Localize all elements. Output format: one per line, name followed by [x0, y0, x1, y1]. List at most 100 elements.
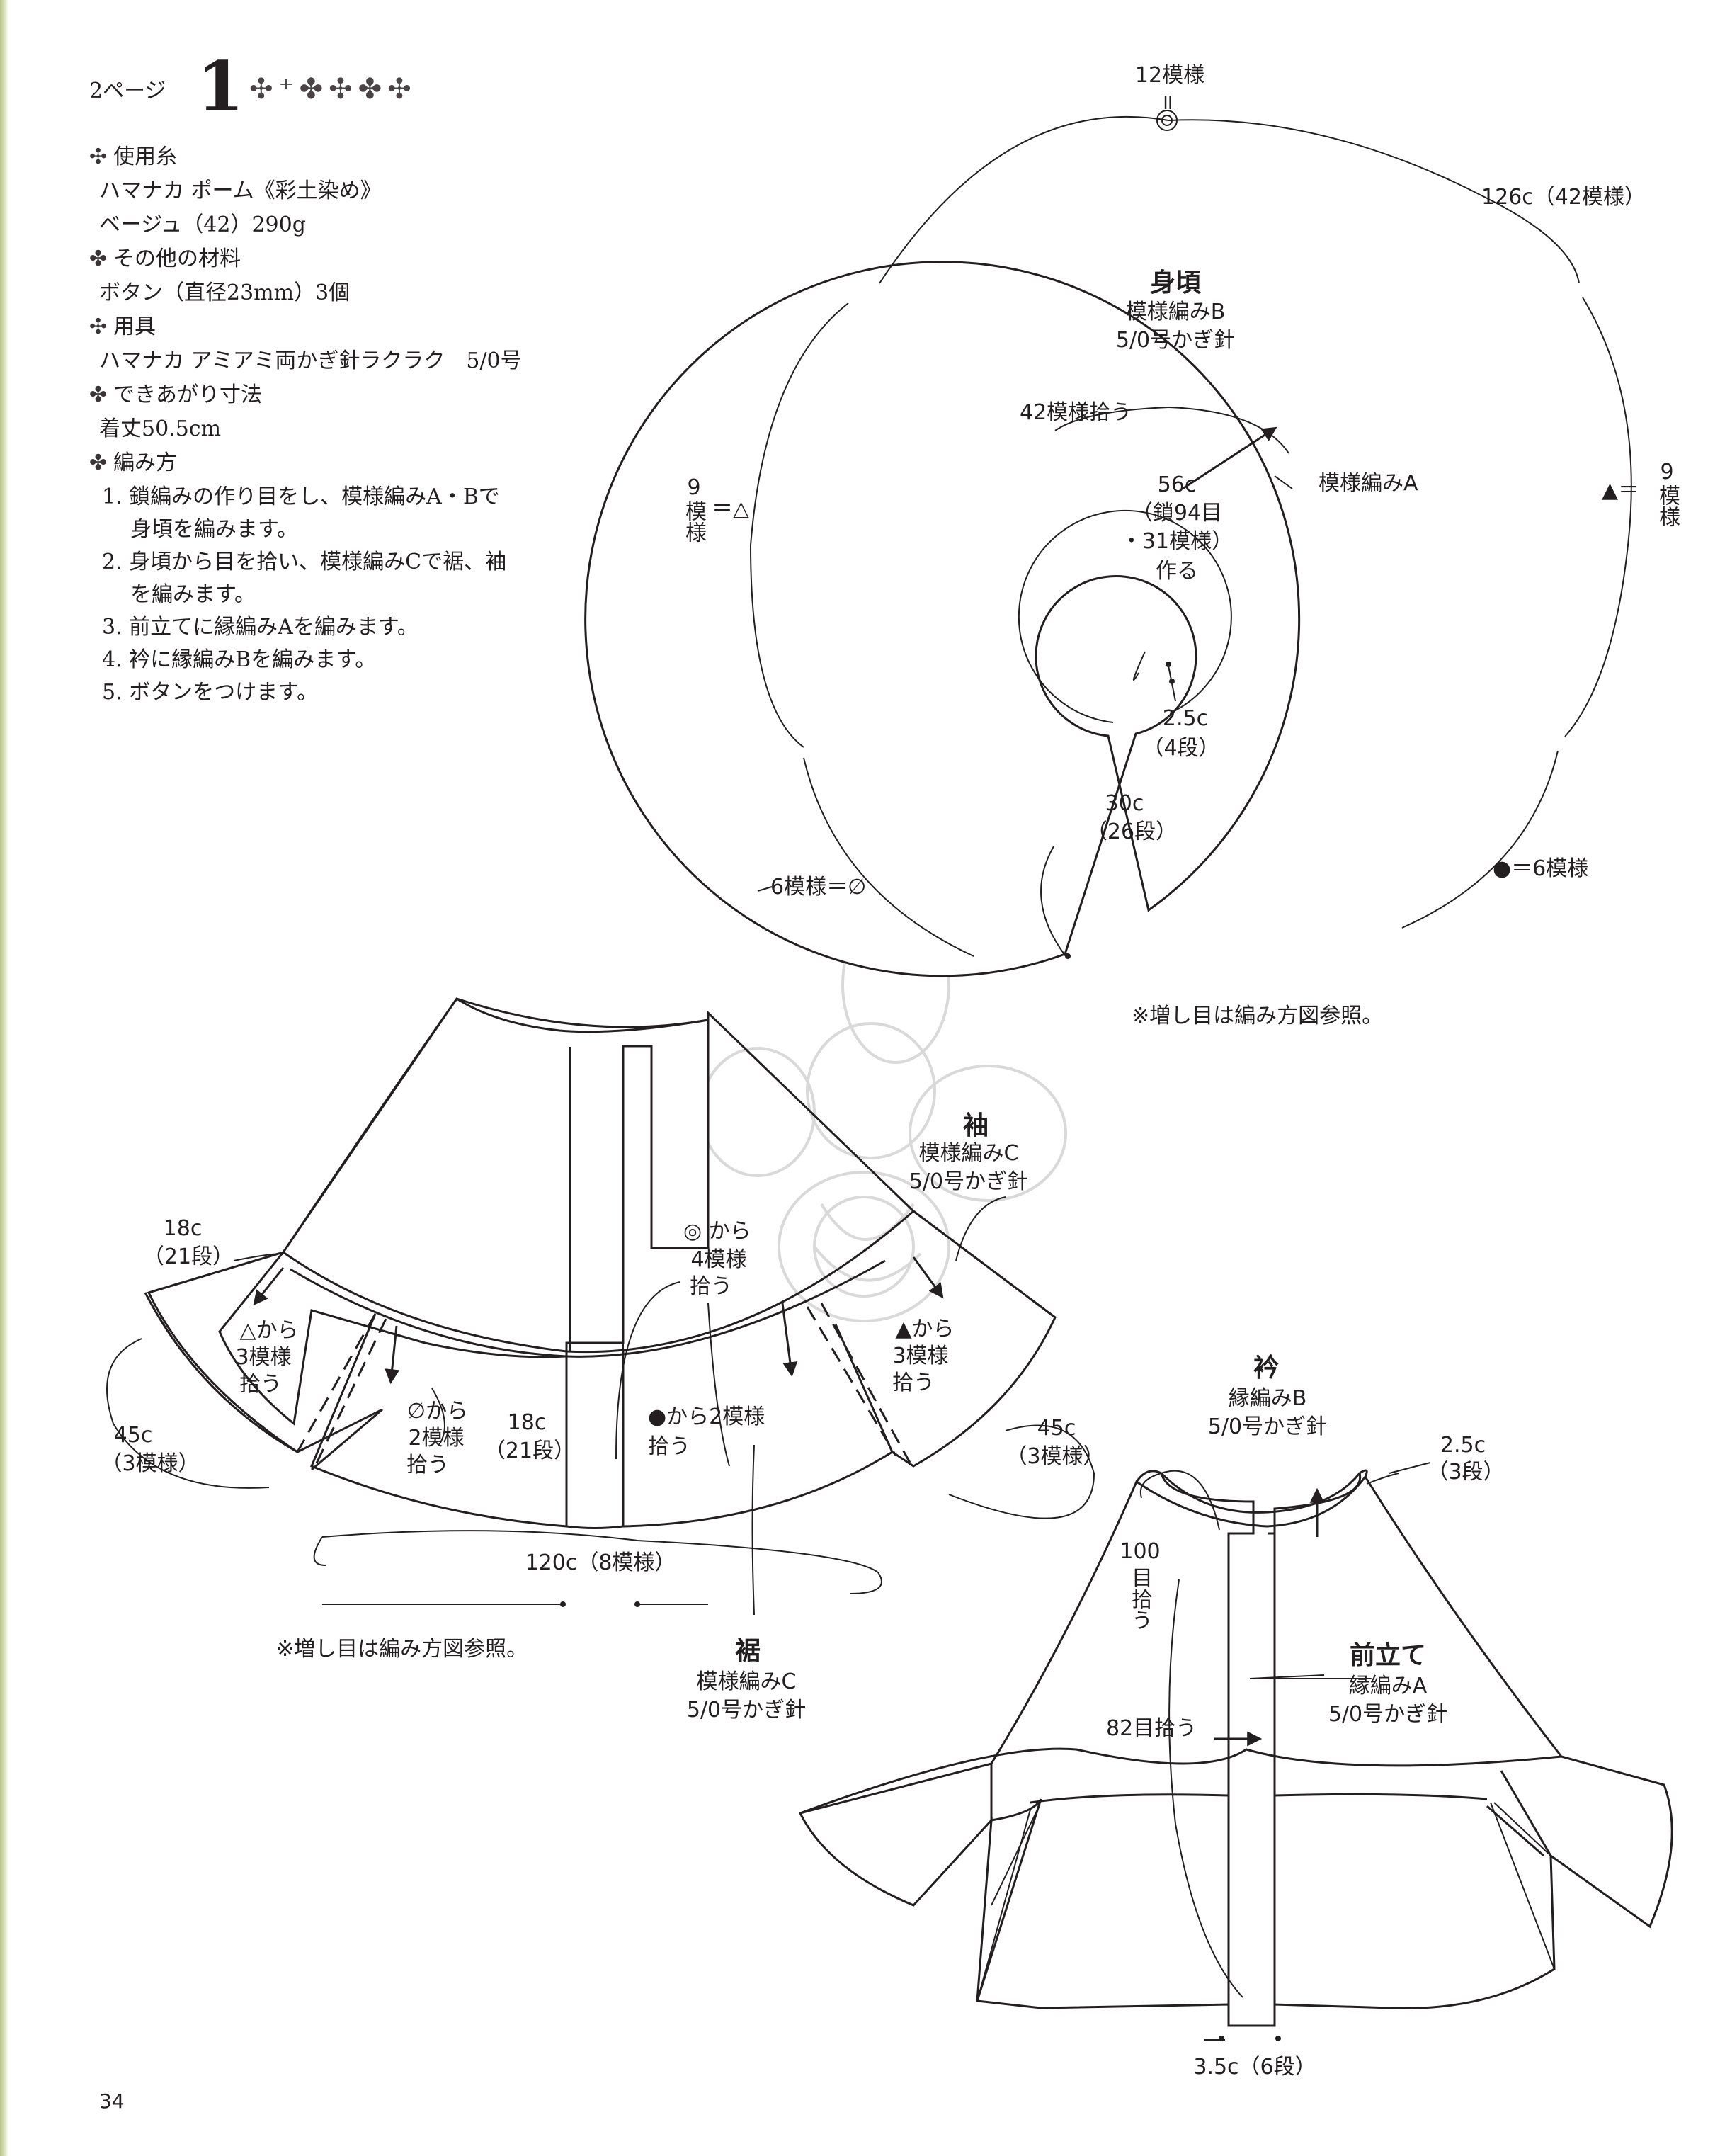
dbl-from: ◎ から — [683, 1219, 751, 1244]
cape-yoke-curve — [799, 1747, 1562, 1815]
yarn-line-1: ハマナカ ポーム《彩土染め》 — [99, 178, 382, 203]
skirt-piece — [218, 997, 710, 1426]
collar-hook: 5/0号かぎ針 — [1207, 1414, 1328, 1439]
body-title: 身頃 — [1149, 268, 1202, 297]
neck-make: 作る — [1156, 559, 1198, 584]
materials-line: ボタン（直径23mm）3個 — [99, 280, 351, 305]
cape-left-wedge — [976, 1809, 1038, 2002]
skirt-top-edge — [456, 997, 709, 1033]
step-2-cont: を編みます。 — [130, 582, 256, 607]
body-hook: 5/0号かぎ針 — [1115, 328, 1236, 353]
body-pickup: 42模様拾う — [1020, 400, 1132, 425]
left-width-size: 45c — [113, 1423, 153, 1448]
collar-height-size: 2.5c — [1440, 1433, 1486, 1458]
slit-rows: （4段） — [1142, 736, 1220, 761]
step-3: 3. 前立てに縁編みAを編みます。 — [102, 615, 418, 640]
yarn-line-2: ベージュ（42）290g — [99, 212, 306, 237]
band-dot — [1219, 2036, 1224, 2041]
clover-icon: ✤ — [89, 246, 108, 271]
ornament-row: ✣⁺✤✣✤✣ — [249, 73, 417, 106]
page-reference: 2ページ — [89, 79, 166, 103]
tri-pick: 拾う — [239, 1372, 282, 1397]
cape-collar-inner-r — [1268, 1473, 1362, 1535]
body-note: ※増し目は編み方図参照。 — [1132, 1004, 1384, 1028]
left-count-num: 9 — [687, 475, 701, 500]
hem-title: 裾 — [734, 1637, 761, 1666]
double-circle-marker — [1161, 115, 1173, 126]
length-size: 30c — [1105, 791, 1144, 816]
right-width-size: 45c — [1037, 1416, 1076, 1441]
tools-heading: 用具 — [113, 314, 156, 339]
skirt-note: ※増し目は編み方図参照。 — [276, 1637, 528, 1662]
slit-dot — [1166, 662, 1171, 667]
pattern-a-leader — [1274, 475, 1293, 489]
skirt-dashes — [148, 1210, 1056, 1467]
neck-size: 56c — [1157, 472, 1197, 497]
cape-piece — [798, 1475, 1673, 2027]
clover-icon: ✣ — [89, 314, 108, 339]
left-rows-size: 18c — [163, 1216, 203, 1241]
band-width: 3.5c（6段） — [1193, 2055, 1316, 2080]
mid-rows-count: （21段） — [484, 1439, 576, 1463]
collar-height-rows: （3段） — [1427, 1460, 1505, 1485]
cape-collar-outer — [1135, 1469, 1368, 1514]
btri-pick: 拾う — [892, 1371, 935, 1395]
skirt-lines — [144, 997, 1057, 1529]
step-1: 1. 鎖編みの作り目をし、模様編みA・Bで — [102, 484, 500, 509]
size-heading: できあがり寸法 — [113, 382, 262, 407]
step-1-cont: 身頃を編みます。 — [130, 517, 298, 542]
pattern-number: 1 — [197, 47, 244, 127]
skirt-waist-curve — [283, 1210, 914, 1354]
body-piece — [584, 261, 1301, 977]
left-count-vertical: 模様 — [681, 500, 706, 543]
collar-pattern: 縁編みB — [1228, 1386, 1307, 1411]
null-from: ∅から — [406, 1399, 469, 1424]
step-2: 2. 身頃から目を拾い、模様編みCで裾、袖 — [102, 550, 507, 574]
null-leader — [757, 886, 773, 892]
skirt-left-side — [282, 998, 458, 1253]
right-sleeve — [892, 1210, 1057, 1468]
cape-left-panel — [976, 1764, 1042, 2002]
null-count: 2模様 — [408, 1426, 465, 1451]
dot-from: ●から2模様 — [648, 1405, 765, 1429]
dot-pick: 拾う — [648, 1434, 690, 1459]
tri-count: 3模様 — [235, 1345, 292, 1370]
hem-hook: 5/0号かぎ針 — [686, 1698, 807, 1723]
page-number: 34 — [99, 2089, 125, 2113]
step-4: 4. 衿に縁編みBを編みます。 — [102, 647, 377, 672]
left-panel — [310, 1313, 567, 1528]
center-panel-bottom — [566, 1525, 624, 1529]
right-bottom-count: ●＝6模様 — [1493, 856, 1589, 881]
body-direction-arrow — [1182, 426, 1277, 490]
body-dimension-arcs — [750, 115, 1632, 957]
body-perimeter: 126c（42模様） — [1481, 185, 1646, 210]
btri-from: ▲から — [895, 1317, 955, 1341]
materials-heading: その他の材料 — [113, 246, 241, 271]
cape-mid-left — [1030, 1793, 1229, 1804]
tri-from: △から — [239, 1318, 299, 1343]
body-top-eq: ॥ — [1161, 90, 1173, 115]
left-rows-count: （21段） — [142, 1244, 234, 1269]
cape-collar-inner — [1160, 1473, 1255, 2026]
null-pick: 拾う — [406, 1453, 449, 1477]
slit-size: 2.5c — [1162, 706, 1209, 731]
method-heading: 編み方 — [113, 450, 177, 475]
body-pattern: 模様編みB — [1125, 300, 1226, 324]
bottom-width: 120c（8模様） — [525, 1550, 676, 1575]
sleeve-hook: 5/0号かぎ針 — [909, 1169, 1029, 1194]
clover-icon: ✤ — [89, 382, 108, 407]
tools-line: ハマナカ アミアミ両かぎ針ラクラク 5/0号 — [99, 348, 522, 373]
yarn-heading: 使用糸 — [113, 144, 177, 169]
double-circle-marker — [1156, 110, 1178, 131]
band-dot — [1275, 2036, 1281, 2041]
cape-arrows — [1214, 1487, 1325, 1747]
band-hook: 5/0号かぎ針 — [1328, 1702, 1448, 1727]
pick-100-vertical: 目拾う — [1127, 1567, 1152, 1630]
hem-pattern: 模様編みC — [696, 1669, 797, 1694]
clover-icon: ✣ — [89, 144, 108, 169]
clover-icon: ✤ — [89, 450, 108, 475]
neck-repeats: ・31模様） — [1120, 529, 1234, 554]
band-leader — [1249, 1674, 1325, 1679]
cape-lines — [799, 1469, 1562, 2026]
